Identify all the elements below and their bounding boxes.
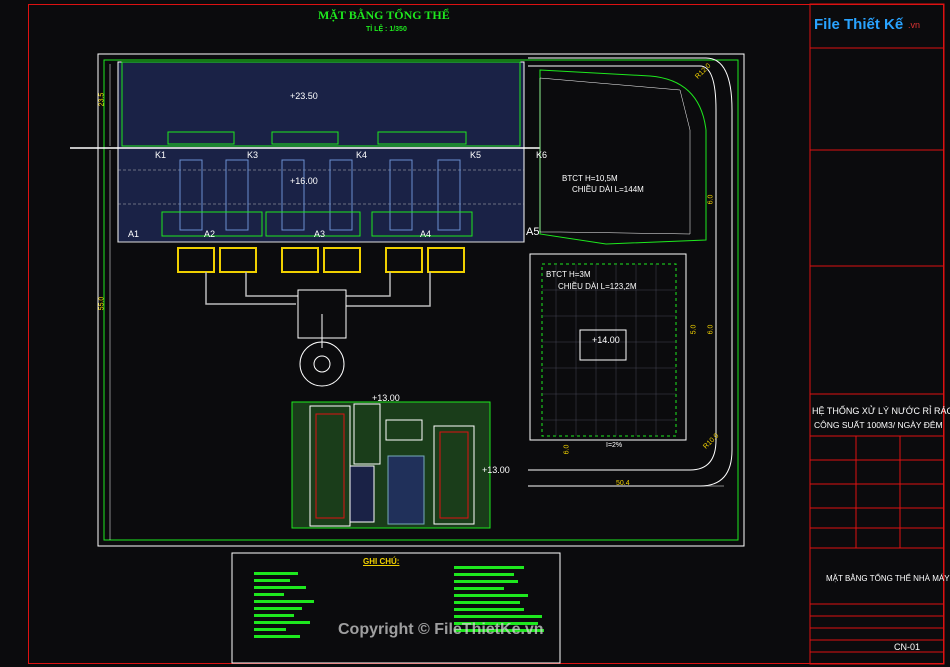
axis-label: K5 (470, 150, 482, 160)
copyright-watermark: Copyright © FileThietKe.vn (338, 621, 544, 638)
axis-label: K6 (536, 150, 548, 160)
elevation-label: +23.50 (290, 91, 318, 101)
elevation-label: +13.00 (372, 393, 400, 403)
slope-label: I=2% (606, 442, 623, 449)
logo: File Thiết Kế .vn (814, 16, 921, 33)
axis-label: A1 (128, 229, 140, 239)
dimension-label: 5.0 (690, 324, 698, 335)
notes-heading: GHI CHÚ: (363, 557, 400, 566)
axis-label: K3 (247, 150, 259, 160)
elevation-label: +16.00 (290, 176, 318, 186)
sheet-title: MẶT BẰNG TỔNG THỂ NHÀ MÁY (826, 574, 950, 583)
axis-label: K4 (356, 150, 368, 160)
dimension-label: 55.0 (98, 296, 106, 311)
tank1-length-label: CHIỀU DÀI L=144M (572, 185, 644, 194)
axis-label: A2 (204, 229, 216, 239)
elevation-label: +14.00 (592, 335, 620, 345)
dimension-label: 6.0 (707, 194, 715, 205)
tank1-height-label: BTCT H=10,5M (562, 174, 618, 183)
dimension-label: 23.5 (98, 92, 106, 107)
drawing-scale: TỈ LỆ : 1/350 (366, 26, 407, 33)
drawing-title: MẶT BẰNG TỔNG THỂ (318, 8, 450, 22)
axis-label: A4 (420, 229, 432, 239)
project-name-line2: CÔNG SUẤT 100M3/ NGÀY ĐÊM (814, 420, 943, 430)
dimension-label: 6.0 (563, 444, 571, 455)
axis-label: A5 (526, 226, 540, 238)
tank2-length-label: CHIỀU DÀI L=123,2M (558, 282, 637, 291)
axis-label: K1 (155, 150, 167, 160)
dimension-label: 50.4 (616, 480, 630, 487)
sheet-number: CN-01 (894, 642, 921, 652)
tank2-height-label: BTCT H=3M (546, 270, 591, 279)
project-name-line1: HỆ THỐNG XỬ LÝ NƯỚC RỈ RÁC (812, 406, 950, 416)
elevation-label: +13.00 (482, 465, 510, 475)
dimension-label: 6.0 (707, 324, 715, 335)
axis-label: A3 (314, 229, 326, 239)
